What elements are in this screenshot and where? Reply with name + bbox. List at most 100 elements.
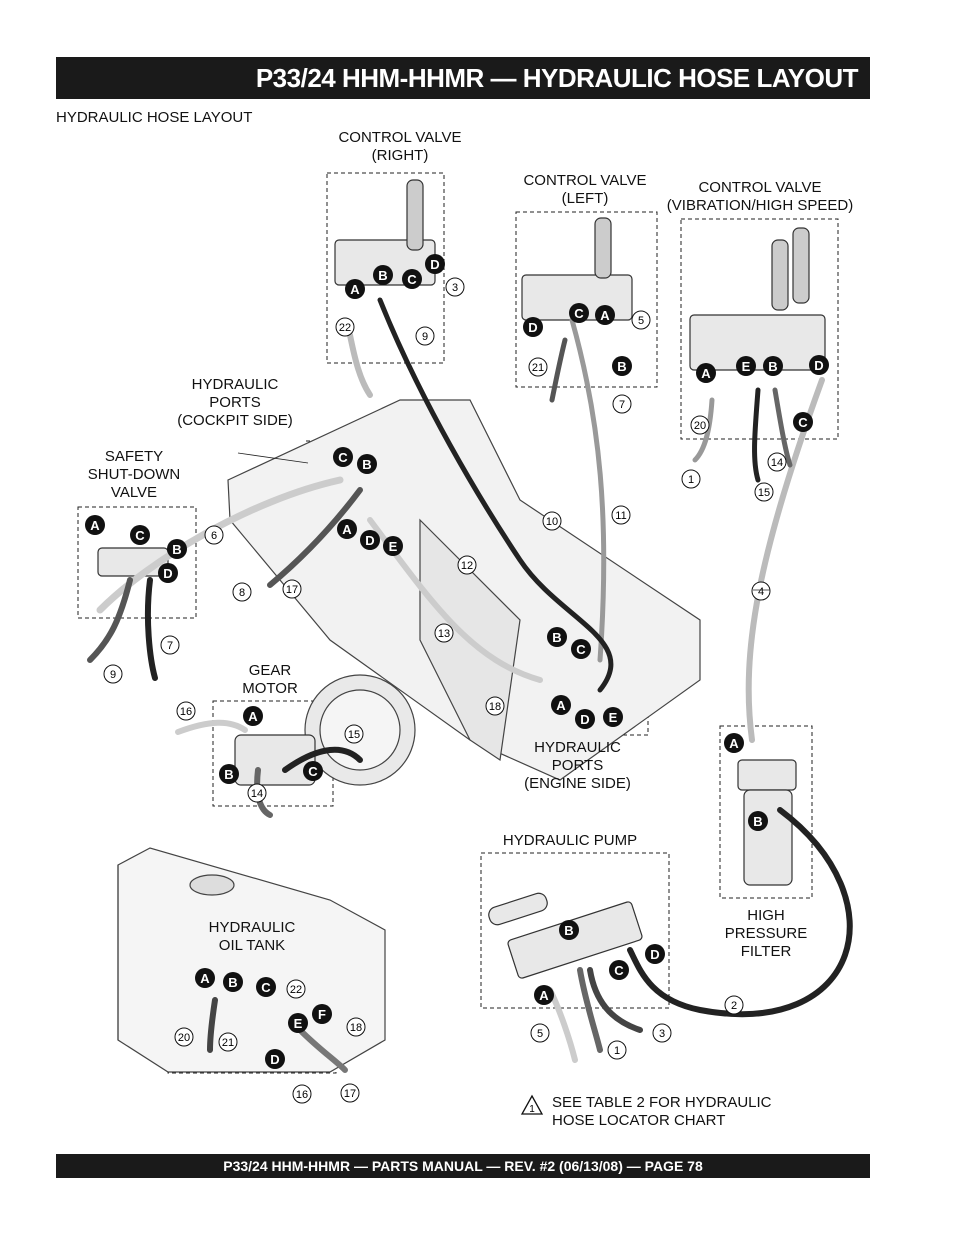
port-badge: E xyxy=(736,356,756,376)
callout-11: 11 xyxy=(611,505,631,525)
callout-number: 18 xyxy=(350,1022,362,1034)
port-letter: B xyxy=(753,814,762,829)
port-badge: B xyxy=(167,539,187,559)
callout-18: 18 xyxy=(485,696,505,716)
callout-number: 22 xyxy=(339,322,351,334)
callout-number: 3 xyxy=(452,282,458,294)
port-letter: C xyxy=(338,450,348,465)
port-badge: B xyxy=(748,811,768,831)
port-letter: E xyxy=(742,359,751,374)
port-badge: B xyxy=(373,265,393,285)
hose-22 xyxy=(347,332,373,398)
port-letter: B xyxy=(617,359,626,374)
port-badge: D xyxy=(425,254,445,274)
callout-number: 5 xyxy=(638,315,644,327)
port-badge: C xyxy=(402,269,422,289)
hose-1 xyxy=(577,967,603,1053)
callout-number: 16 xyxy=(296,1089,308,1101)
port-badge: D xyxy=(523,317,543,337)
oil-tank-sketch xyxy=(117,847,386,1073)
box-pump xyxy=(480,852,670,1009)
callout-16: 16 xyxy=(292,1084,312,1104)
port-letter: E xyxy=(294,1016,303,1031)
port-badge: C xyxy=(333,447,353,467)
callout-5: 5 xyxy=(631,310,651,330)
hose-5 xyxy=(547,987,578,1063)
port-badge: A xyxy=(345,279,365,299)
port-badge: F xyxy=(312,1004,332,1024)
hose-14b xyxy=(772,387,793,468)
port-letter: C xyxy=(261,980,271,995)
port-badge: C xyxy=(609,960,629,980)
callout-22: 22 xyxy=(335,317,355,337)
port-badge: D xyxy=(575,709,595,729)
port-letter: D xyxy=(580,712,589,727)
port-badge: B xyxy=(763,356,783,376)
callout-20: 20 xyxy=(174,1027,194,1047)
port-letter: A xyxy=(350,282,360,297)
footer-bar: P33/24 HHM-HHMR — PARTS MANUAL — REV. #2… xyxy=(56,1154,870,1178)
port-badge: A xyxy=(696,363,716,383)
port-letter: F xyxy=(318,1007,326,1022)
port-letter: A xyxy=(248,709,258,724)
port-badge: A xyxy=(724,733,744,753)
port-badge: C xyxy=(303,761,323,781)
callout-4: 4 xyxy=(751,581,771,601)
diagram-subtitle: HYDRAULIC HOSE LAYOUT xyxy=(56,109,253,126)
port-badge: E xyxy=(383,536,403,556)
port-badge: B xyxy=(559,920,579,940)
port-badge: A xyxy=(243,706,263,726)
port-badge: A xyxy=(195,968,215,988)
port-letter: A xyxy=(539,988,549,1003)
port-letter: E xyxy=(389,539,398,554)
callout-number: 15 xyxy=(348,729,360,741)
callout-number: 18 xyxy=(489,701,501,713)
callout-number: 20 xyxy=(178,1032,190,1044)
warning-triangle-icon: 1 xyxy=(520,1094,544,1115)
port-badge: C xyxy=(571,639,591,659)
svg-text:1: 1 xyxy=(529,1104,535,1115)
port-letter: C xyxy=(407,272,417,287)
callout-15: 15 xyxy=(754,482,774,502)
port-badge: B xyxy=(219,764,239,784)
port-letter: B xyxy=(228,975,237,990)
port-letter: A xyxy=(729,736,739,751)
callout-number: 11 xyxy=(615,510,626,522)
hose-15 xyxy=(282,746,363,773)
port-badge: D xyxy=(645,944,665,964)
hose-10 xyxy=(377,297,614,693)
callout-12: 12 xyxy=(457,555,477,575)
page-title: P33/24 HHM-HHMR — HYDRAULIC HOSE LAYOUT xyxy=(255,63,859,93)
hose-11 xyxy=(569,317,607,663)
port-badge: E xyxy=(288,1013,308,1033)
port-letter: D xyxy=(430,257,439,272)
callout-number: 3 xyxy=(659,1028,665,1040)
label-control-valve-right: CONTROL VALVE(RIGHT) xyxy=(338,129,462,164)
port-badge: D xyxy=(809,355,829,375)
callout-9: 9 xyxy=(415,326,435,346)
control-valve-vib-sketch xyxy=(689,227,826,371)
callout-7: 7 xyxy=(612,394,632,414)
callout-number: 20 xyxy=(694,420,706,432)
hose-16 xyxy=(175,719,248,735)
callout-number: 15 xyxy=(758,487,770,499)
callout-15: 15 xyxy=(344,724,364,744)
port-letter: A xyxy=(90,518,100,533)
callout-1: 1 xyxy=(607,1040,627,1060)
port-badge: A xyxy=(551,695,571,715)
callout-5: 5 xyxy=(530,1023,550,1043)
hose-2 xyxy=(627,807,853,1018)
port-badge: B xyxy=(612,356,632,376)
callout-number: 9 xyxy=(110,669,116,681)
box-safety-valve xyxy=(77,506,197,619)
port-badge: C xyxy=(793,412,813,432)
port-letter: C xyxy=(135,528,145,543)
callout-number: 2 xyxy=(731,1000,737,1012)
hose-tank-gray xyxy=(297,1027,348,1073)
callout-number: 5 xyxy=(537,1028,543,1040)
